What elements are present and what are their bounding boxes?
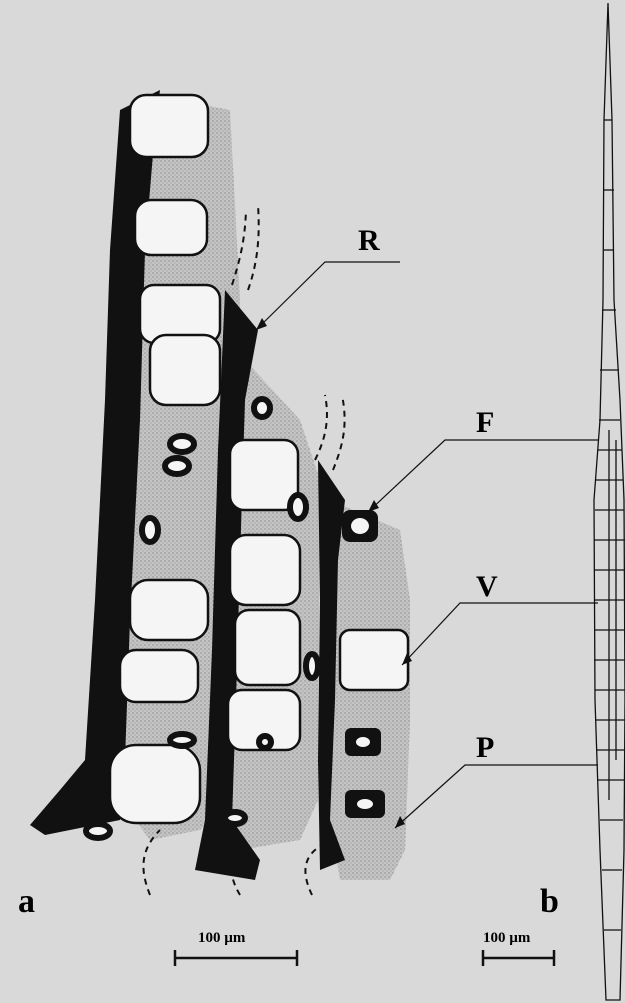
arrowhead	[368, 500, 379, 512]
label-r: R	[358, 224, 380, 257]
cell	[230, 440, 298, 510]
cell	[120, 650, 198, 702]
vessel	[170, 436, 194, 452]
label-p: P	[476, 731, 494, 764]
dashed-curve	[248, 205, 259, 290]
dashed-curve	[315, 395, 327, 460]
cell	[130, 580, 208, 640]
scale-bar-a-label: 100 µm	[198, 930, 246, 946]
panel-b-drawing	[594, 3, 625, 1000]
vessel	[165, 458, 189, 474]
cell	[340, 630, 408, 690]
scale-bar-b-line	[483, 950, 554, 966]
leader-v	[402, 603, 598, 665]
lumen	[356, 737, 370, 747]
scale-bar-a: 100 µm	[175, 930, 297, 966]
dashed-curve	[333, 395, 345, 470]
cell	[130, 95, 208, 157]
vessel	[170, 734, 194, 746]
leader-p	[395, 765, 598, 828]
scale-bar-b: 100 µm	[483, 930, 554, 966]
vessel	[259, 736, 271, 748]
cell	[110, 745, 200, 823]
vessel	[86, 824, 110, 838]
vessel	[225, 812, 245, 824]
cell	[135, 200, 207, 255]
panel-label-b: b	[540, 883, 559, 920]
vessel	[142, 518, 158, 542]
cell	[230, 535, 300, 605]
vessel	[306, 654, 318, 678]
dashed-curve	[305, 845, 322, 895]
vessel	[254, 399, 270, 417]
lumen	[357, 799, 373, 809]
panel-label-a: a	[18, 883, 35, 920]
scale-bar-b-label: 100 µm	[483, 930, 531, 946]
lumen	[351, 518, 369, 534]
cell	[150, 335, 220, 405]
label-f: F	[476, 406, 494, 439]
dashed-curve	[143, 830, 160, 895]
arrowhead	[256, 318, 267, 330]
cell	[235, 610, 300, 685]
label-v: V	[476, 570, 498, 603]
panel-a-drawing	[30, 90, 598, 895]
leader-r	[256, 262, 400, 330]
vessel	[290, 495, 306, 519]
scale-bar-a-line	[175, 950, 297, 966]
leader-f	[368, 440, 598, 512]
